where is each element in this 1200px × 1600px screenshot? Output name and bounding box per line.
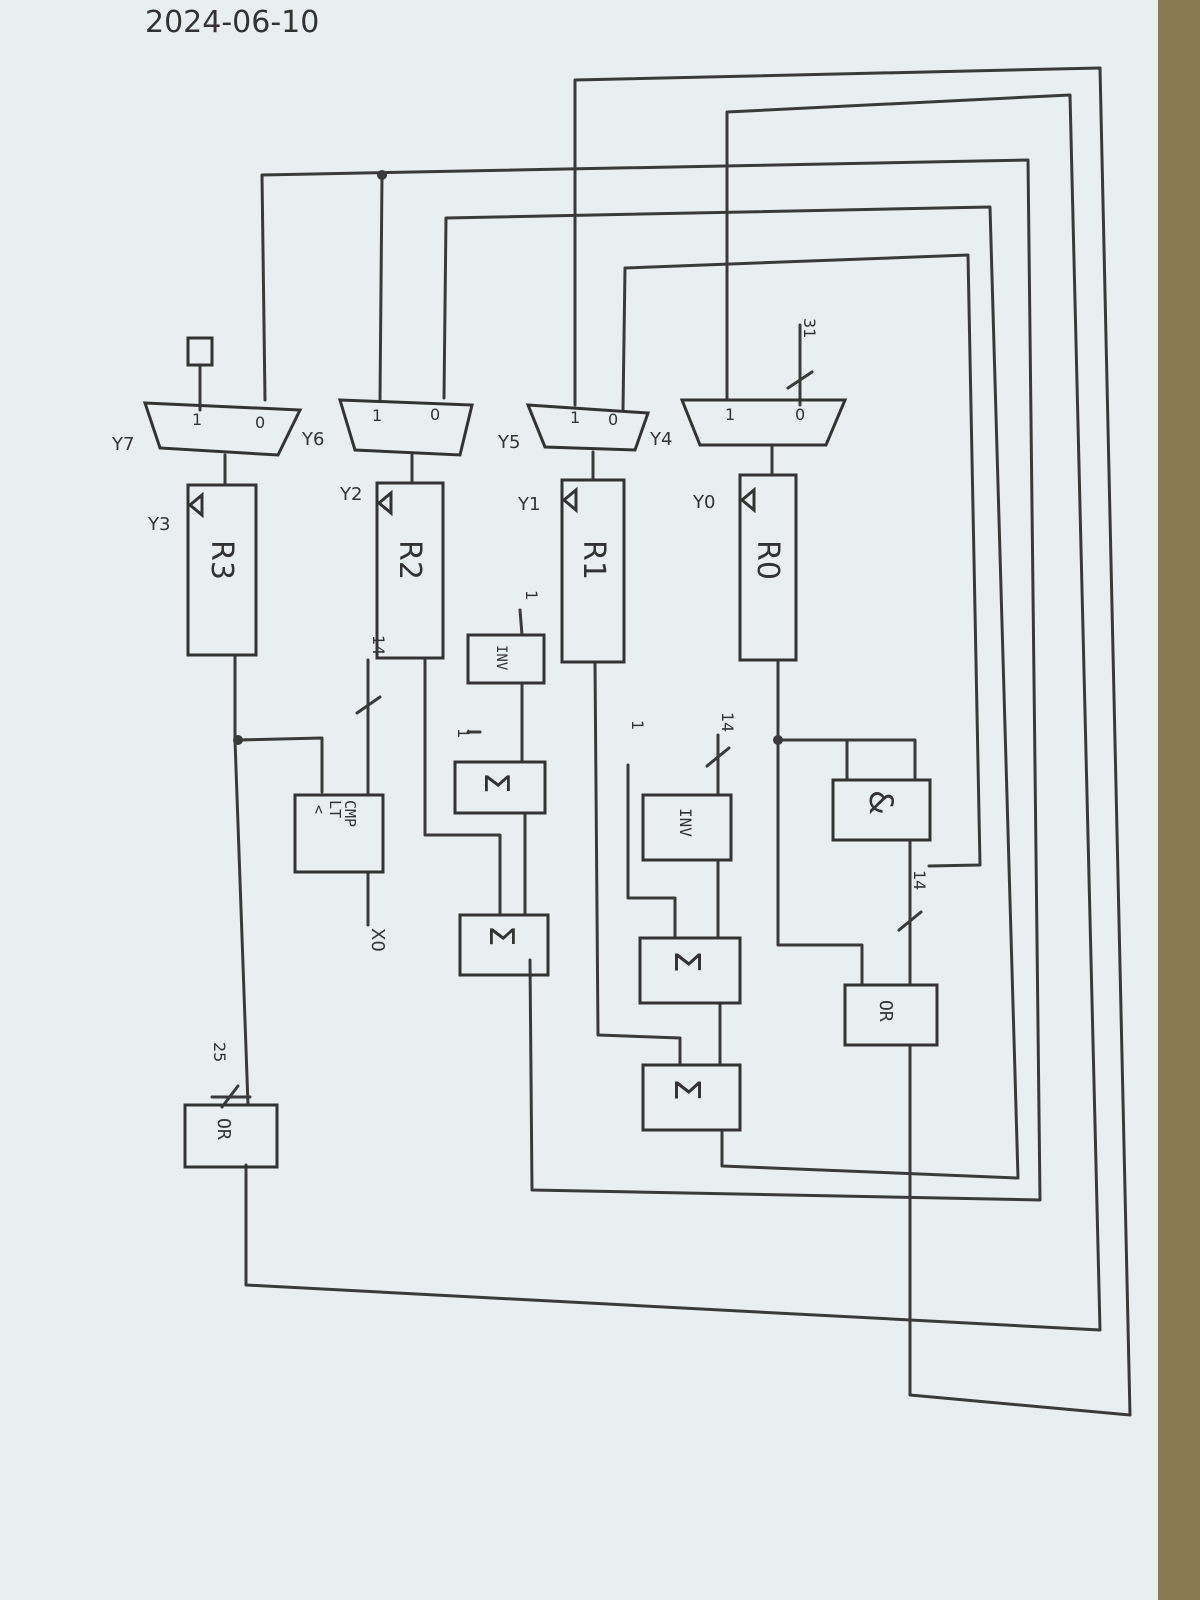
output-label-x0: X0 xyxy=(367,928,388,952)
paper-sheet xyxy=(0,0,1158,1600)
bus-width-r0-in: 31 xyxy=(800,318,819,338)
adder-lower-label: Σ xyxy=(481,925,521,946)
adder-block-2 xyxy=(638,936,742,1005)
inverter-1-label: INV xyxy=(493,645,509,671)
or-gate-left xyxy=(183,1103,279,1169)
mux-r0-in1: 1 xyxy=(725,405,735,424)
select-label-r3: Y7 xyxy=(111,434,134,455)
register-r1-label: R1 xyxy=(576,540,611,580)
adder-block-lower xyxy=(458,913,550,977)
and-gate-block xyxy=(831,778,932,842)
register-r1 xyxy=(560,478,626,664)
or-gate-right xyxy=(843,983,939,1047)
adder-3-label: Σ xyxy=(666,1078,707,1101)
register-r3 xyxy=(186,483,258,657)
and-gate-label: & xyxy=(862,790,900,815)
const-sum1-in: 1 xyxy=(454,728,473,738)
adder-2-label: Σ xyxy=(666,950,707,973)
wires xyxy=(198,66,1132,1417)
mux-r2-in0: 0 xyxy=(430,405,440,424)
clock-label-r3: Y3 xyxy=(147,514,170,535)
or-gate-left-label: OR xyxy=(213,1118,234,1140)
inverter-block-2 xyxy=(641,793,733,862)
clock-triangle-icon xyxy=(561,486,578,514)
register-r2-label: R2 xyxy=(392,540,427,580)
mux-r2-in1: 1 xyxy=(372,406,382,425)
comparator-label-1: CMP xyxy=(341,800,359,827)
const-inv1-in: 1 xyxy=(522,590,541,600)
clock-triangle-icon xyxy=(739,486,756,514)
mux-r0-in0: 0 xyxy=(795,405,805,424)
mux-r3-in0: 0 xyxy=(255,413,265,432)
mux-r3 xyxy=(142,401,303,457)
mux-r1-in0: 0 xyxy=(608,410,618,429)
mux-r1-in1: 1 xyxy=(570,408,580,427)
const-sum-lone: 1 xyxy=(628,720,647,730)
date-label: 2024-06-10 xyxy=(145,5,319,40)
select-label-r2: Y6 xyxy=(301,429,324,450)
comparator-label-3: < xyxy=(310,805,328,814)
clock-label-r2: Y2 xyxy=(339,484,362,505)
comparator-block xyxy=(293,793,385,874)
bus-width-inv2-in: 14 xyxy=(718,712,737,732)
adder-1-label: Σ xyxy=(476,772,516,793)
register-r2 xyxy=(375,481,445,660)
select-label-r0: Y4 xyxy=(649,429,672,450)
register-r3-label: R3 xyxy=(204,540,239,580)
inverter-block-1 xyxy=(466,633,546,685)
bus-width-cmp-in: 14 xyxy=(369,635,388,655)
select-label-r1: Y5 xyxy=(497,432,520,453)
bus-width-or-in: 25 xyxy=(210,1042,229,1062)
mux-r2 xyxy=(337,398,474,457)
comparator-label-2: LT xyxy=(326,800,344,818)
adder-block-3 xyxy=(641,1063,742,1132)
table-edge xyxy=(1158,0,1200,1600)
clock-triangle-icon xyxy=(376,489,393,517)
inverter-2-label: INV xyxy=(676,808,695,837)
clock-triangle-icon xyxy=(187,491,204,519)
clock-label-r0: Y0 xyxy=(692,492,715,513)
register-r0-label: R0 xyxy=(750,540,785,580)
input-square-icon xyxy=(186,336,214,367)
clock-label-r1: Y1 xyxy=(517,494,540,515)
or-gate-right-label: OR xyxy=(875,1000,896,1022)
adder-block-1 xyxy=(453,760,547,815)
register-r0 xyxy=(738,473,798,662)
bus-width-and-out: 14 xyxy=(910,870,929,890)
mux-r3-in1: 1 xyxy=(192,410,202,429)
mux-r1 xyxy=(525,403,651,452)
mux-r0 xyxy=(679,398,848,447)
